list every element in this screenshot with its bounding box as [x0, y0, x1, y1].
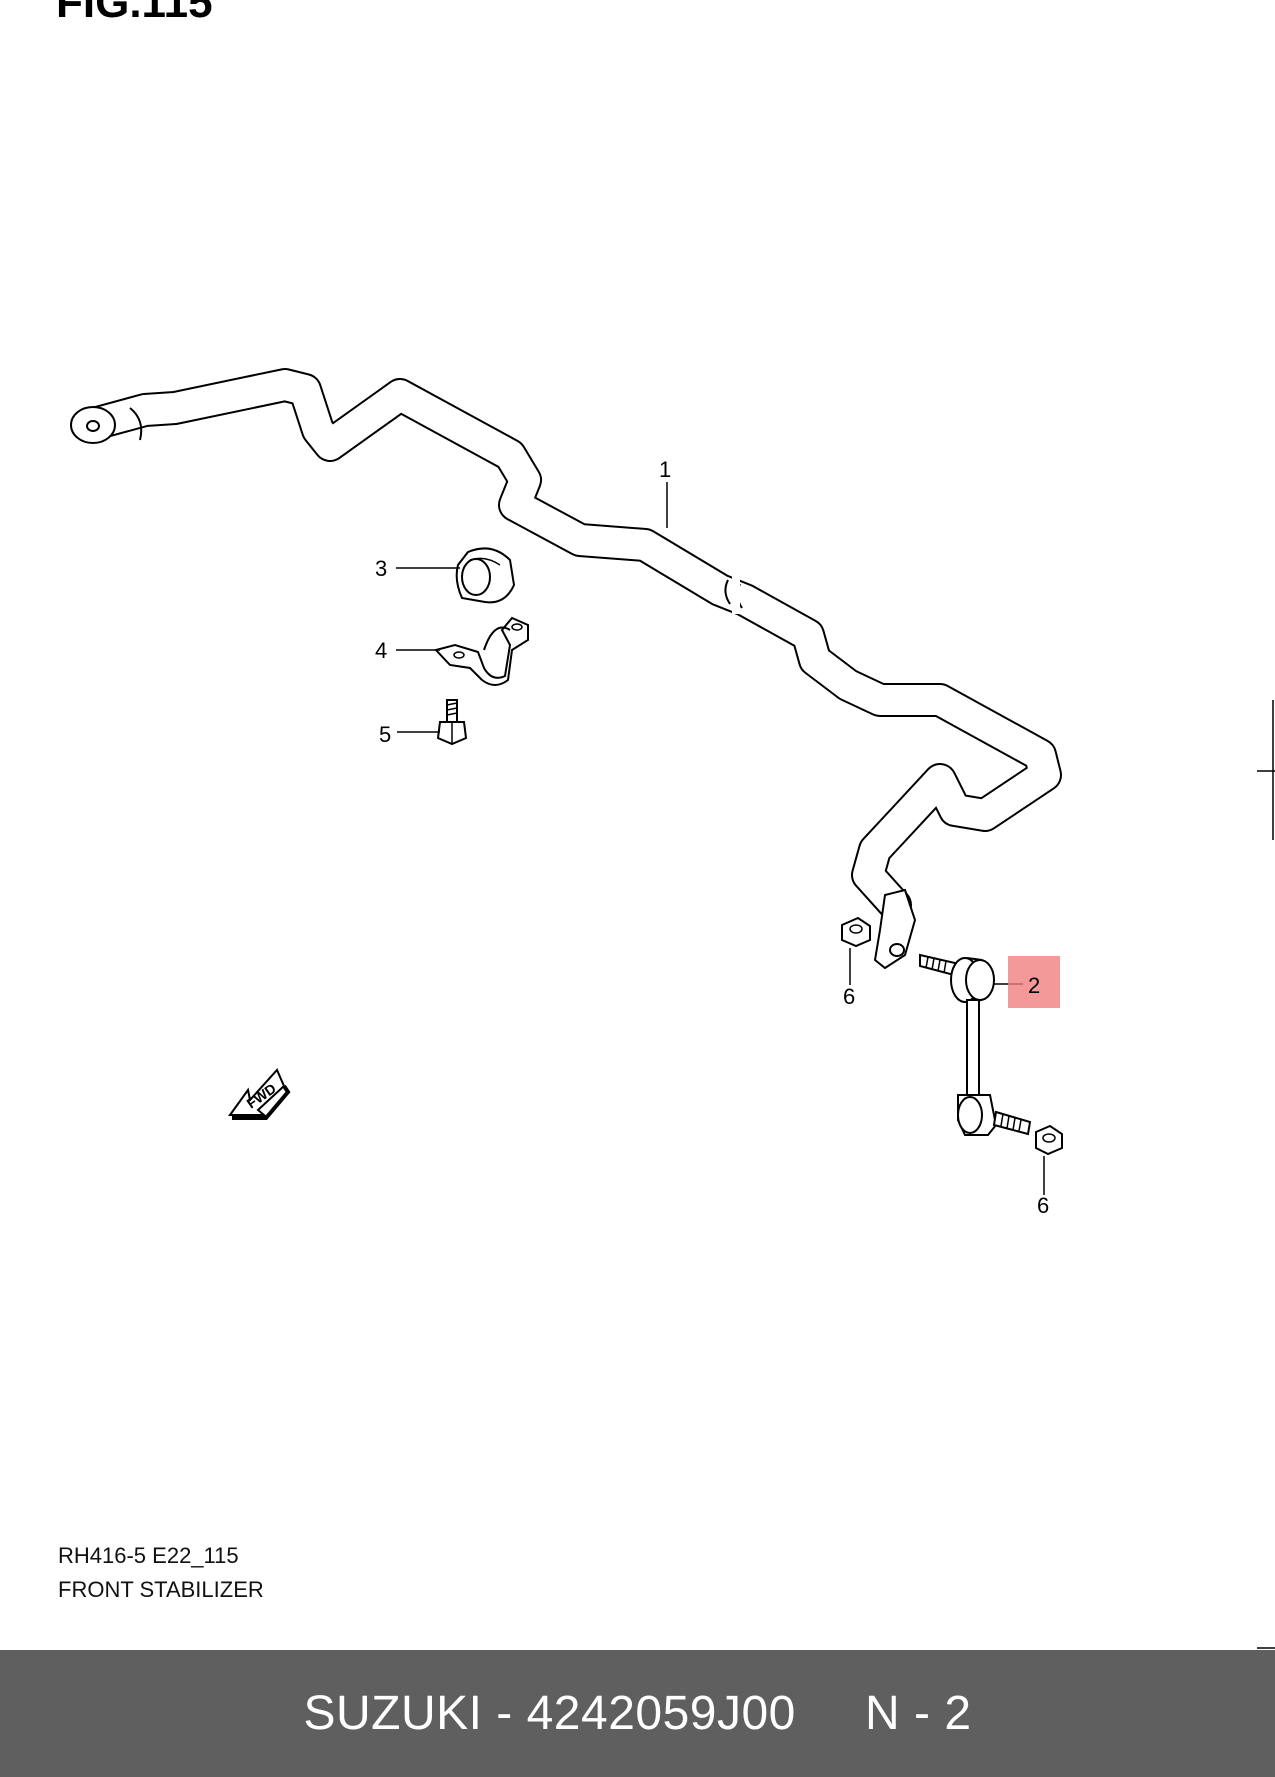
- stabilizer-bracket: [434, 616, 529, 686]
- callout-2[interactable]: 2: [1028, 973, 1040, 998]
- diagram-title: FRONT STABILIZER: [58, 1577, 264, 1602]
- callout-1[interactable]: 1: [659, 457, 671, 482]
- callout-3[interactable]: 3: [375, 556, 387, 581]
- callout-6-lower[interactable]: 6: [1037, 1193, 1049, 1218]
- diagram-code: RH416-5 E22_115: [58, 1543, 239, 1568]
- figure-number: FIG.115: [56, 0, 213, 27]
- nut-lower: [1035, 1124, 1063, 1156]
- mounting-bolt: [436, 699, 468, 746]
- callout-4[interactable]: 4: [375, 638, 387, 663]
- stabilizer-link: [919, 953, 1032, 1136]
- callout-2-highlight: [1008, 956, 1060, 1008]
- nut-upper: [841, 916, 871, 948]
- frame-edge: [1257, 700, 1275, 1649]
- stabilizer-bushing: [455, 547, 516, 604]
- callout-6-upper[interactable]: 6: [843, 984, 855, 1009]
- stabilizer-bar: [70, 368, 1062, 970]
- callout-5[interactable]: 5: [379, 722, 391, 747]
- part-number-label: SUZUKI - 4242059J00 N - 2: [303, 1687, 972, 1740]
- footer-bar: SUZUKI - 4242059J00 N - 2: [0, 1650, 1275, 1777]
- fwd-arrow-icon: FWD: [228, 1068, 291, 1120]
